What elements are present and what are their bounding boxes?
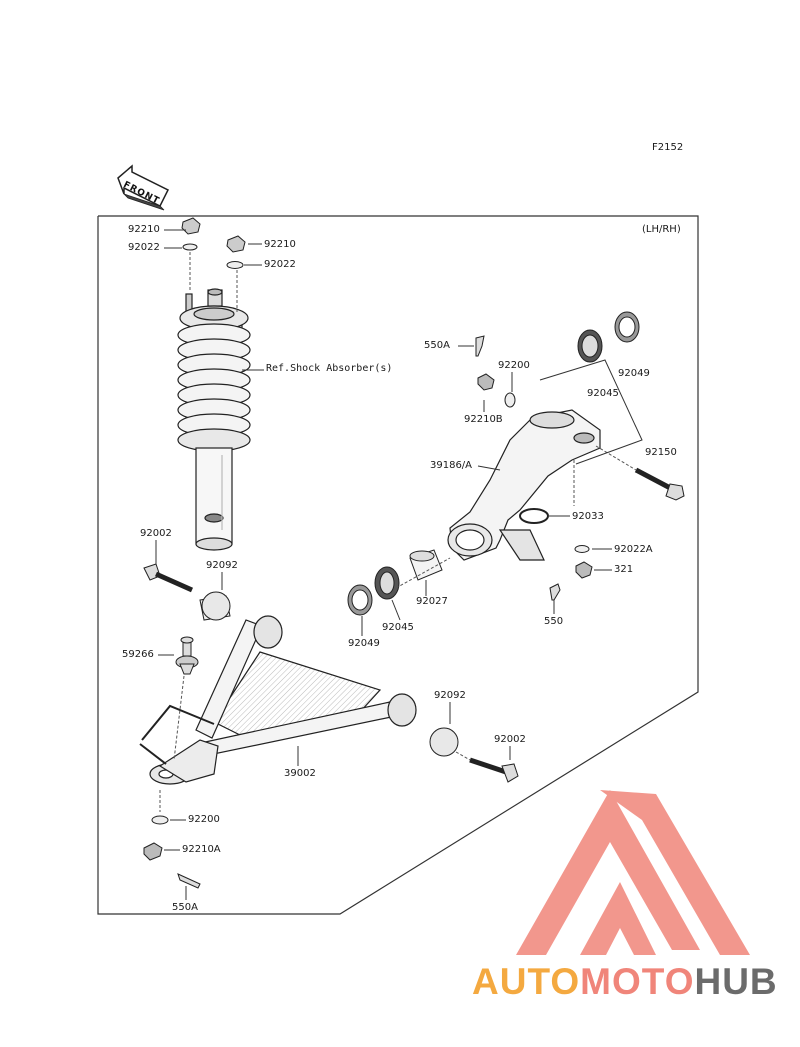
label-92002-left: 92002 xyxy=(140,528,172,539)
steering-knuckle xyxy=(447,409,601,561)
nut-92210a-icon xyxy=(143,842,163,861)
label-92022a: 92022A xyxy=(614,544,653,555)
seal-92045-top-icon xyxy=(577,329,603,363)
wordmark-moto: MOTO xyxy=(580,961,695,1002)
shock-absorber xyxy=(177,288,251,551)
bushing-92092-left-icon xyxy=(199,591,231,621)
label-92210b: 92210B xyxy=(464,414,503,425)
label-550a-top: 550A xyxy=(424,340,450,351)
label-92049-top: 92049 xyxy=(618,368,650,379)
front-arrow-icon xyxy=(117,164,170,211)
pin-550a-bottom-icon xyxy=(177,873,201,889)
label-92045-top: 92045 xyxy=(587,388,619,399)
pin-550a-top-icon xyxy=(475,335,485,357)
label-92027: 92027 xyxy=(416,596,448,607)
label-92210-top-left: 92210 xyxy=(128,224,160,235)
frame-border xyxy=(97,215,699,915)
label-92002-right: 92002 xyxy=(494,734,526,745)
label-39186a: 39186/A xyxy=(430,460,473,471)
label-92049-bottom: 92049 xyxy=(348,638,380,649)
nut-92210-left-icon xyxy=(181,217,201,251)
washer-92200-bottom-icon xyxy=(151,815,169,825)
label-92022-top-left: 92022 xyxy=(128,242,160,253)
nut-92210-right-icon xyxy=(226,235,246,269)
automotohub-wordmark: AUTOMOTOHUB xyxy=(472,962,778,1002)
label-92210a: 92210A xyxy=(182,844,221,855)
seal-92045-bottom-icon xyxy=(374,566,400,600)
wordmark-hub: HUB xyxy=(694,961,778,1002)
label-92210-top-right: 92210 xyxy=(264,239,296,250)
bushing-92092-right-icon xyxy=(429,727,459,757)
side-label: (LH/RH) xyxy=(642,224,681,235)
bolt-92002-left-icon xyxy=(143,563,194,593)
washer-92200-top-icon xyxy=(504,392,516,408)
nut-321-icon xyxy=(575,561,593,579)
ball-joint-59266-icon xyxy=(175,636,199,675)
label-59266: 59266 xyxy=(122,649,154,660)
label-92200-bottom: 92200 xyxy=(188,814,220,825)
label-92033: 92033 xyxy=(572,511,604,522)
label-92092-right: 92092 xyxy=(434,690,466,701)
sleeve-92027-icon xyxy=(409,549,443,581)
label-92045-bottom: 92045 xyxy=(382,622,414,633)
label-92200-top: 92200 xyxy=(498,360,530,371)
automotohub-logo-icon xyxy=(516,790,750,955)
seal-92049-top-icon xyxy=(614,311,640,343)
bolt-92150-icon xyxy=(634,467,685,501)
wordmark-auto: AUTO xyxy=(472,961,581,1002)
o-ring-92033-icon xyxy=(519,508,549,524)
label-ref-shock-absorber: Ref.Shock Absorber(s) xyxy=(266,363,393,374)
label-92022-top-right: 92022 xyxy=(264,259,296,270)
figure-code: F2152 xyxy=(652,142,684,153)
pin-550-icon xyxy=(549,583,561,601)
washer-92022a-icon xyxy=(574,545,590,553)
seal-92049-bottom-icon xyxy=(347,584,373,616)
label-550a-bottom: 550A xyxy=(172,902,198,913)
label-92092-left: 92092 xyxy=(206,560,238,571)
label-321: 321 xyxy=(614,564,634,575)
a-arm-39002 xyxy=(139,615,417,785)
bolt-92002-right-icon xyxy=(469,757,519,783)
label-550: 550 xyxy=(544,616,564,627)
nut-92210b-icon xyxy=(477,373,495,391)
label-92150: 92150 xyxy=(645,447,677,458)
label-39002: 39002 xyxy=(284,768,316,779)
